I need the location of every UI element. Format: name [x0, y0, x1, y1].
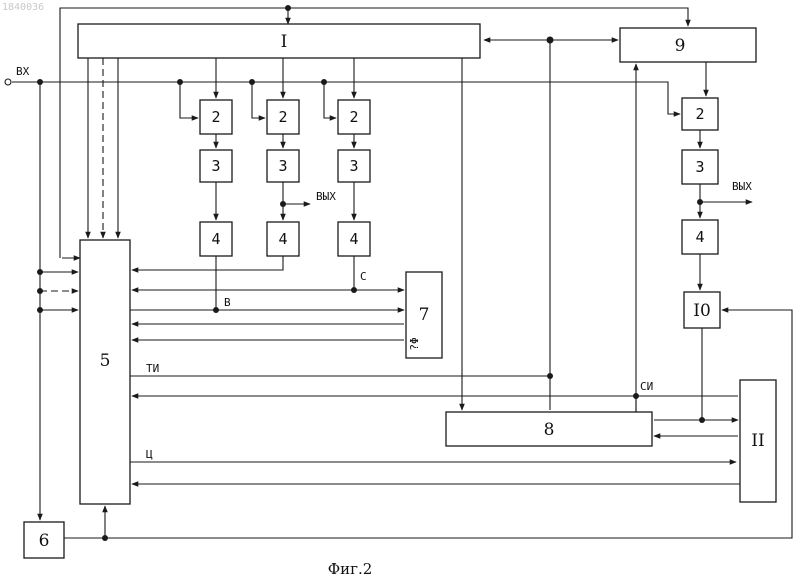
block-7-handwritten-mark: ?Φ	[408, 337, 421, 350]
signal-ti-label: ТИ	[146, 362, 159, 375]
block-2-right: 2	[338, 100, 370, 134]
output-label-right: ВЫХ	[732, 180, 752, 193]
block-8-label: 8	[544, 420, 555, 440]
block-2-right-label: 2	[349, 108, 358, 126]
block-4-far-right-label: 4	[695, 228, 704, 246]
block-6-label: 6	[39, 531, 50, 551]
block-9: 9	[620, 28, 756, 62]
block-2-middle: 2	[267, 100, 299, 134]
block-4-far-right: 4	[682, 220, 718, 254]
block-8: 8	[446, 412, 652, 446]
input-label: ВХ	[16, 65, 30, 78]
block-4-right-label: 4	[349, 230, 358, 248]
figure-caption: Фиг.2	[328, 560, 373, 578]
block-1-label: I	[281, 32, 288, 52]
document-reference-number: 1840036	[2, 2, 44, 13]
block-4-left: 4	[200, 222, 232, 256]
block-3-right-label: 3	[349, 157, 358, 175]
block-3-middle: 3	[267, 150, 299, 182]
block-3-middle-label: 3	[278, 157, 287, 175]
block-11: II	[740, 380, 776, 502]
block-2-middle-label: 2	[278, 108, 287, 126]
block-5: 5	[80, 240, 130, 504]
block-3-left: 3	[200, 150, 232, 182]
signal-ts-label: Ц	[146, 448, 153, 461]
block-9-label: 9	[675, 36, 686, 56]
block-3-right: 3	[338, 150, 370, 182]
block-11-label: II	[751, 431, 764, 451]
output-label-middle: ВЫХ	[316, 190, 336, 203]
block-4-middle-label: 4	[278, 230, 287, 248]
signal-si-label: СИ	[640, 380, 653, 393]
block-3-left-label: 3	[211, 157, 220, 175]
block-4-middle: 4	[267, 222, 299, 256]
block-7: 7 ?Φ	[406, 272, 442, 358]
block-10: I0	[684, 292, 720, 328]
block-10-label: I0	[693, 301, 711, 321]
block-3-far-right: 3	[682, 150, 718, 184]
block-7-label: 7	[419, 305, 430, 325]
block-4-left-label: 4	[211, 230, 220, 248]
signal-b-label: В	[224, 296, 231, 309]
block-2-far-right: 2	[682, 98, 718, 130]
block-2-left-label: 2	[211, 108, 220, 126]
block-2-left: 2	[200, 100, 232, 134]
block-3-far-right-label: 3	[695, 158, 704, 176]
block-5-label: 5	[100, 351, 111, 371]
block-6: 6	[24, 522, 64, 558]
signal-c-label: С	[360, 270, 367, 283]
block-1: I	[78, 24, 480, 58]
block-4-right: 4	[338, 222, 370, 256]
block-2-far-right-label: 2	[695, 105, 704, 123]
